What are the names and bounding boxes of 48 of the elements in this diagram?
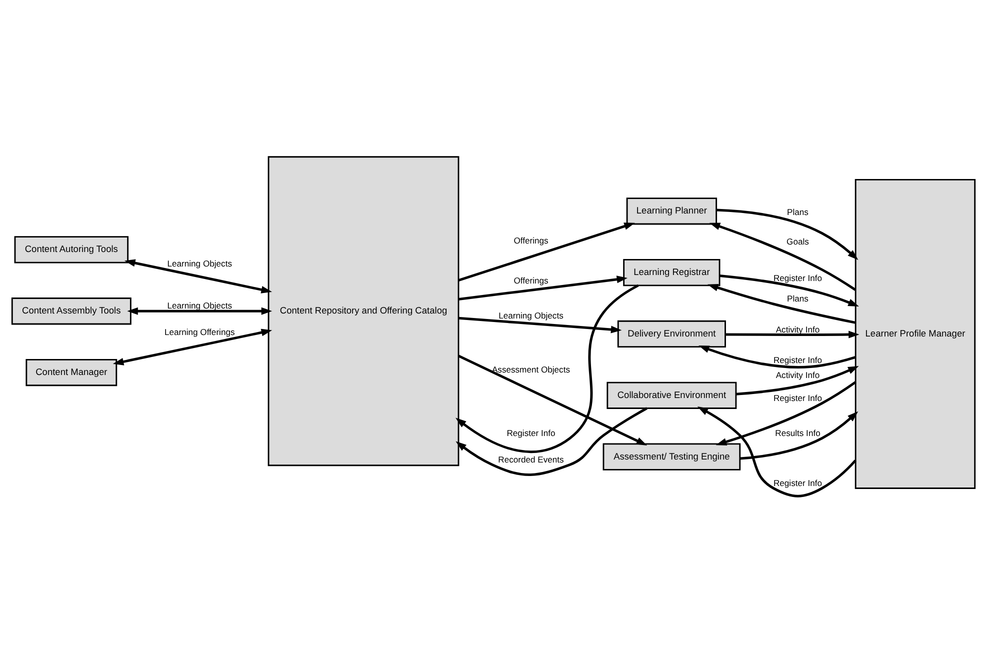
edge-label: Activity Info bbox=[776, 370, 820, 380]
edge-label: Learning Objects bbox=[167, 258, 232, 269]
edge-label: Offerings bbox=[514, 276, 548, 286]
edge-label: Goals bbox=[786, 236, 809, 246]
node-box: Content Manager bbox=[26, 358, 118, 386]
arrow bbox=[716, 381, 856, 446]
edge-label: Learning Offerings bbox=[164, 327, 235, 338]
arrow bbox=[458, 276, 628, 300]
edge-label: Recorded Events bbox=[498, 454, 564, 464]
edge-label: Assessment Objects bbox=[492, 364, 570, 374]
arrow bbox=[716, 208, 858, 260]
node-box: Learning Planner bbox=[626, 198, 718, 225]
node-box: Collaborative Environment bbox=[606, 382, 737, 409]
edge-label: Plans bbox=[787, 207, 808, 218]
edge-label: Register Info bbox=[773, 478, 822, 488]
edge-label: Offerings bbox=[514, 236, 548, 246]
arrow bbox=[124, 259, 272, 294]
edge-label: Register Info bbox=[773, 354, 822, 365]
arrow bbox=[458, 222, 635, 282]
edge-label: Learning Objects bbox=[498, 310, 564, 321]
arrow bbox=[725, 330, 860, 338]
node-box: Content Autoring Tools bbox=[14, 236, 129, 264]
arrow bbox=[736, 366, 859, 396]
arrow bbox=[127, 307, 272, 315]
arrow bbox=[698, 346, 856, 368]
edge-label: Activity Info bbox=[776, 324, 820, 334]
node-box: Learning Registrar bbox=[623, 258, 720, 286]
edge-label: Register Info bbox=[506, 428, 556, 438]
arrow bbox=[458, 316, 622, 334]
arrow bbox=[697, 406, 856, 498]
arrow bbox=[112, 328, 272, 366]
arrow bbox=[719, 274, 859, 307]
node-box: Content Repository and Offering Catalog bbox=[268, 156, 460, 466]
edge-label: Results Info bbox=[775, 428, 820, 438]
node-box: Content Assembly Tools bbox=[11, 298, 132, 325]
arrow bbox=[456, 284, 639, 453]
edge-label: Register Info bbox=[773, 272, 822, 283]
node-box: Delivery Environment bbox=[617, 320, 726, 348]
edge-label: Learning Objects bbox=[167, 300, 232, 311]
arrow bbox=[709, 222, 856, 291]
edge-label: Register Info bbox=[773, 392, 822, 403]
arrow bbox=[740, 411, 858, 460]
arrow bbox=[456, 407, 648, 476]
edge-label: Plans bbox=[787, 294, 808, 304]
node-box: Learner Profile Manager bbox=[854, 179, 976, 489]
arrow bbox=[458, 354, 648, 446]
arrow bbox=[707, 284, 856, 324]
node-box: Assessment/ Testing Engine bbox=[602, 443, 741, 470]
